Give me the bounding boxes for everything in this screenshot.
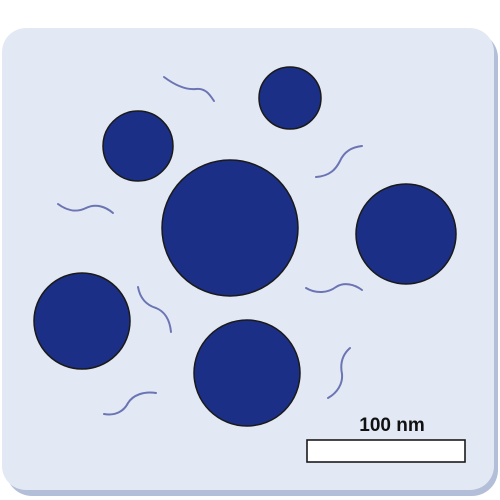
nanoparticle (102, 110, 174, 182)
nanoparticle (355, 183, 457, 285)
nanoparticle (258, 66, 322, 130)
ligand-strands (57, 76, 363, 416)
ligand-strand (103, 391, 157, 416)
nanoparticle (161, 159, 299, 297)
ligand-strand (137, 286, 172, 333)
nanoparticles (33, 66, 457, 427)
ligand-strand (57, 203, 114, 214)
scale-bar (306, 439, 466, 463)
nanoparticle (193, 319, 301, 427)
ligand-strand (163, 76, 215, 102)
scale-bar-label: 100 nm (359, 415, 424, 436)
nanoparticle (33, 272, 131, 370)
ligand-strand (327, 347, 351, 399)
ligand-strand (305, 283, 363, 293)
ligand-strand (315, 145, 363, 178)
